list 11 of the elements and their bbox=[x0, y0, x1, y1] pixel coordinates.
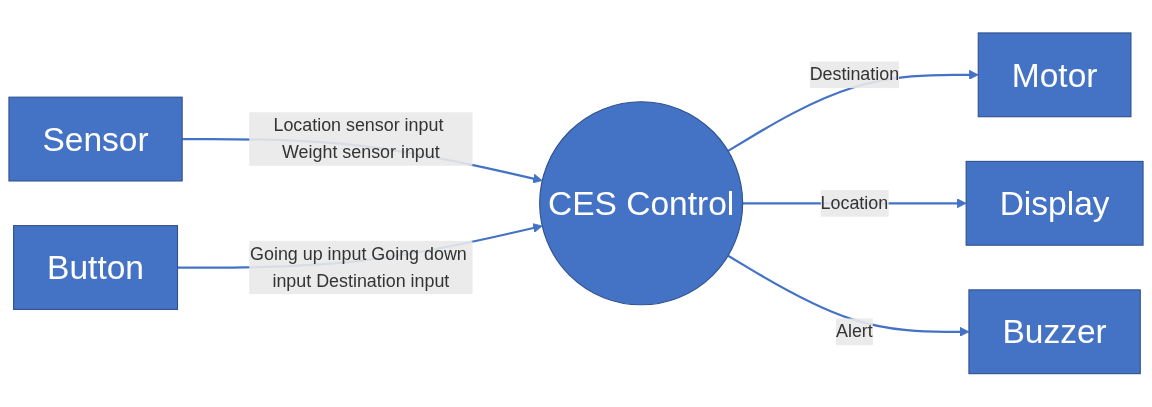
node-box: Sensor bbox=[8, 96, 183, 182]
edge-label: Destination bbox=[809, 64, 900, 84]
node-circle: CES Control bbox=[539, 101, 744, 306]
node-box: Motor bbox=[977, 32, 1132, 118]
node-box: Display bbox=[965, 161, 1144, 246]
edge-label: Location sensor input Weight sensor input bbox=[273, 115, 444, 162]
edge-label: Location bbox=[820, 193, 889, 213]
edge-label: Going up input Going down input Destination input bbox=[250, 244, 467, 291]
node-box: Buzzer bbox=[968, 289, 1141, 375]
edge-label: Alert bbox=[836, 321, 873, 341]
node-box: Button bbox=[13, 225, 179, 311]
